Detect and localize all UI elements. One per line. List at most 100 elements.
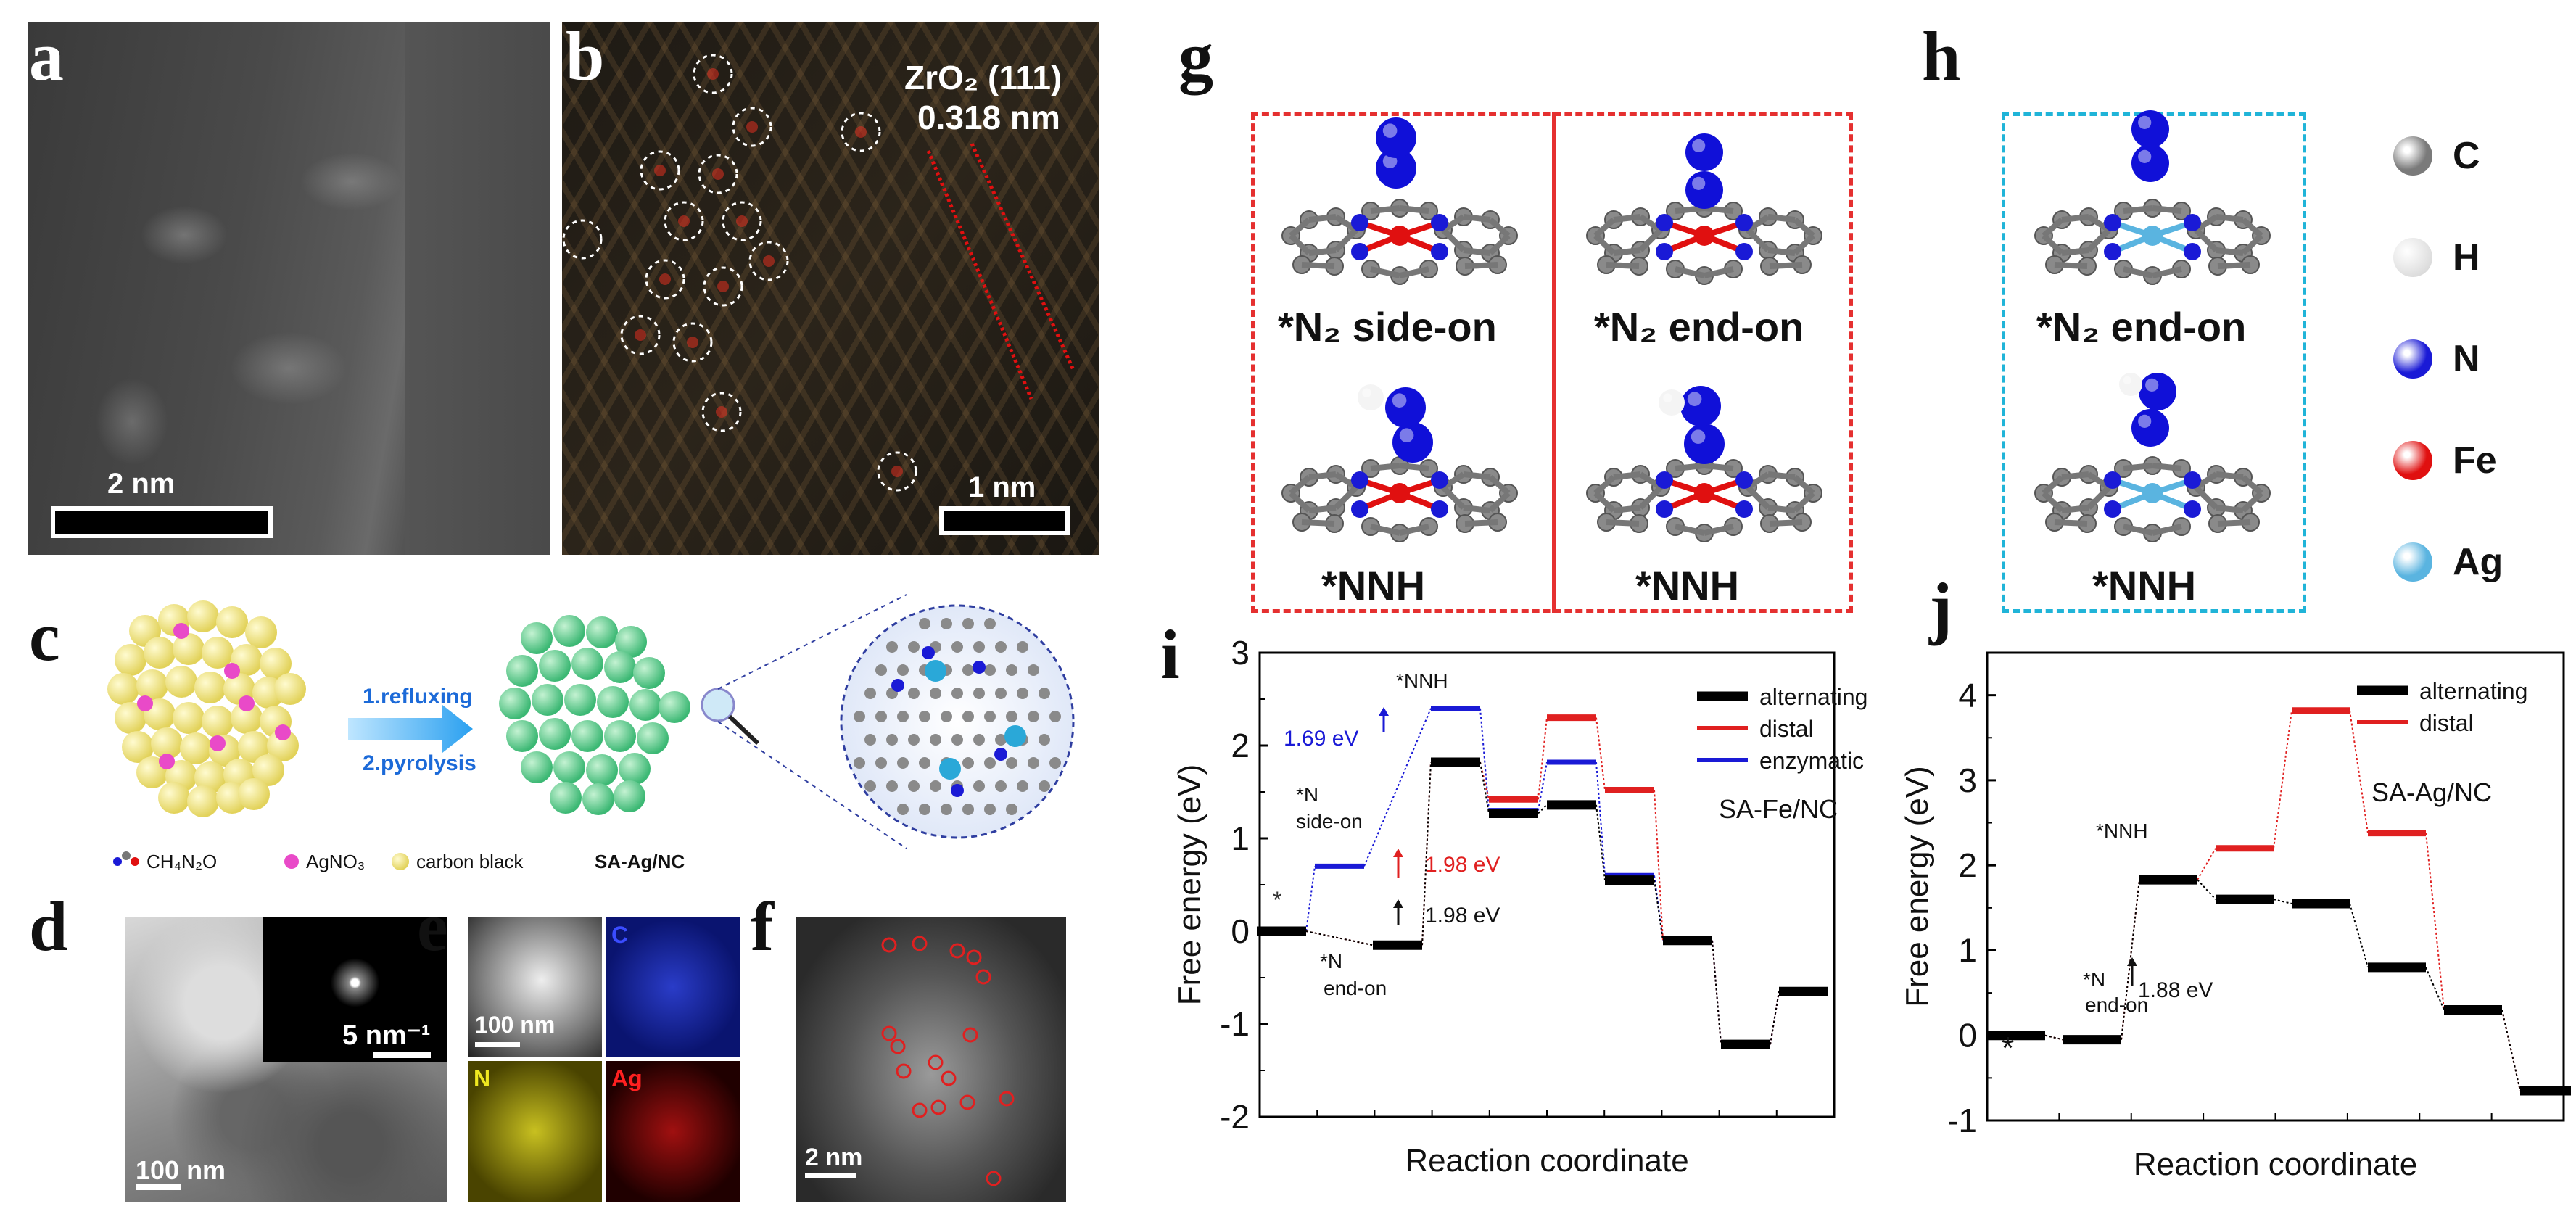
legend-label: alternating	[2419, 678, 2527, 704]
sa-ag-nc-particle	[582, 783, 614, 815]
lattice-carbon-atom	[1006, 711, 1017, 722]
lattice-carbon-atom	[973, 734, 985, 746]
product-label: SA-Ag/NC	[595, 851, 685, 872]
connector-line	[2501, 1010, 2521, 1091]
connector-line	[2349, 903, 2369, 968]
caption-fe-n2-side-on: *N₂ side-on	[1278, 304, 1497, 350]
sa-ag-nc-particle	[614, 780, 645, 812]
atom-legend-label: Ag	[2453, 541, 2503, 583]
lattice-carbon-atom	[1017, 641, 1028, 653]
carbon-black-particle	[202, 706, 234, 738]
carbon-black-particle	[115, 644, 146, 676]
sa-ag-nc-particle	[604, 720, 636, 752]
connector-line	[1305, 930, 1374, 946]
connector-line	[2121, 880, 2140, 1040]
single-atom-circle	[722, 201, 762, 241]
y-tick-label: 4	[1958, 677, 1977, 714]
sa-ag-nc-particle	[553, 615, 585, 647]
single-ag-atom	[939, 758, 961, 780]
chart-inset-label: SA-Ag/NC	[2371, 777, 2492, 807]
connector-line	[1537, 761, 1548, 811]
chart-annotation: *N	[1296, 783, 1318, 806]
sa-ag-nc-particle	[571, 648, 603, 680]
lattice-carbon-atom	[864, 734, 876, 746]
panel-g-label: g	[1178, 17, 1213, 95]
atom-legend-label: C	[2453, 135, 2480, 177]
agno3-particle	[275, 724, 291, 740]
panel-b-lattice-spacing: 0.318 nm	[917, 99, 1060, 136]
lattice-carbon-atom	[984, 664, 996, 676]
barrier-arrow-icon	[1379, 707, 1389, 732]
carbon-black-particle	[136, 669, 168, 701]
lattice-carbon-atom	[897, 664, 909, 676]
sa-ag-nc-particle	[637, 722, 669, 754]
lattice-carbon-atom	[908, 734, 920, 746]
lattice-carbon-atom	[951, 688, 963, 699]
carbon-black-particle	[173, 633, 205, 665]
carbon-black-particle	[122, 731, 154, 763]
process-arrow	[348, 705, 473, 753]
carbon-black-particle	[267, 730, 299, 761]
h-atom-icon	[2393, 238, 2432, 277]
lattice-carbon-atom	[897, 711, 909, 722]
y-axis-label: Free energy (eV)	[1172, 764, 1208, 1006]
lattice-carbon-atom	[886, 780, 898, 792]
atom-legend-item-fe: Fe	[2393, 439, 2497, 482]
lattice-carbon-atom	[864, 780, 876, 792]
series-alternating	[1257, 757, 1828, 1049]
barrier-arrow-icon	[2127, 957, 2137, 986]
lattice-carbon-atom	[962, 618, 974, 629]
connector-line	[2425, 967, 2445, 1010]
y-tick-label: 3	[1231, 638, 1250, 672]
molecular-model	[2034, 373, 2271, 542]
sa-ag-nc-particle	[564, 684, 596, 716]
panel-a-scale-label: 2 nm	[107, 468, 176, 500]
lattice-carbon-atom	[962, 757, 974, 769]
agno3-particle	[137, 695, 153, 711]
lattice-carbon-atom	[1028, 757, 1039, 769]
lattice-carbon-atom	[1049, 711, 1061, 722]
x-axis-label: Reaction coordinate	[1405, 1143, 1688, 1178]
lattice-carbon-atom	[897, 804, 909, 815]
carbon-black-particle	[144, 637, 176, 669]
panel-d-scale-bar	[136, 1184, 181, 1190]
molecular-models	[1281, 110, 2271, 542]
panel-b-label: b	[566, 17, 605, 95]
connector-line	[2349, 710, 2369, 833]
agno3-particle	[210, 735, 226, 751]
lattice-carbon-atom	[864, 688, 876, 699]
saed-inset	[263, 917, 447, 1062]
panel-b-hrstem-image: ZrO₂ (111) 0.318 nm 1 nm	[562, 22, 1099, 555]
lattice-carbon-atom	[908, 780, 920, 792]
chart-annotation: *N	[2083, 968, 2105, 991]
sa-ag-nc-particle	[539, 718, 571, 750]
connector-line	[1479, 708, 1490, 811]
lattice-carbon-atom	[995, 688, 1007, 699]
lattice-carbon-atom	[875, 757, 887, 769]
panel-d-tem-image: 5 nm⁻¹ 100 nm	[125, 917, 447, 1202]
magnifier-lens-icon	[701, 688, 735, 722]
panel-b-overlay	[562, 54, 1076, 492]
lattice-carbon-atom	[973, 780, 985, 792]
sa-ag-nc-particle	[521, 751, 553, 783]
lattice-fringe-line	[970, 142, 1076, 371]
barrier-arrow-icon	[1393, 849, 1403, 878]
lattice-carbon-atom	[962, 664, 974, 676]
sa-ag-nc-particle	[539, 650, 571, 682]
eds-silver-label: Ag	[611, 1065, 643, 1091]
lattice-carbon-atom	[886, 734, 898, 746]
lattice-carbon-atom	[919, 757, 930, 769]
carbon-black-particle	[216, 606, 248, 638]
eds-carbon-map: C	[606, 917, 740, 1057]
lattice-carbon-atom	[951, 641, 963, 653]
connector-line	[1537, 717, 1548, 800]
lattice-carbon-atom	[1039, 688, 1050, 699]
sa-ag-nc-product	[499, 615, 690, 815]
panel-f-scale-bar	[805, 1173, 856, 1178]
atom-legend-item-c: C	[2393, 134, 2480, 178]
molecular-model	[2034, 110, 2271, 285]
chart-annotation: *	[2002, 1031, 2014, 1066]
panel-a-stem-image: 2 nm	[28, 22, 550, 555]
panel-d-scale-label: 100 nm	[136, 1155, 226, 1185]
